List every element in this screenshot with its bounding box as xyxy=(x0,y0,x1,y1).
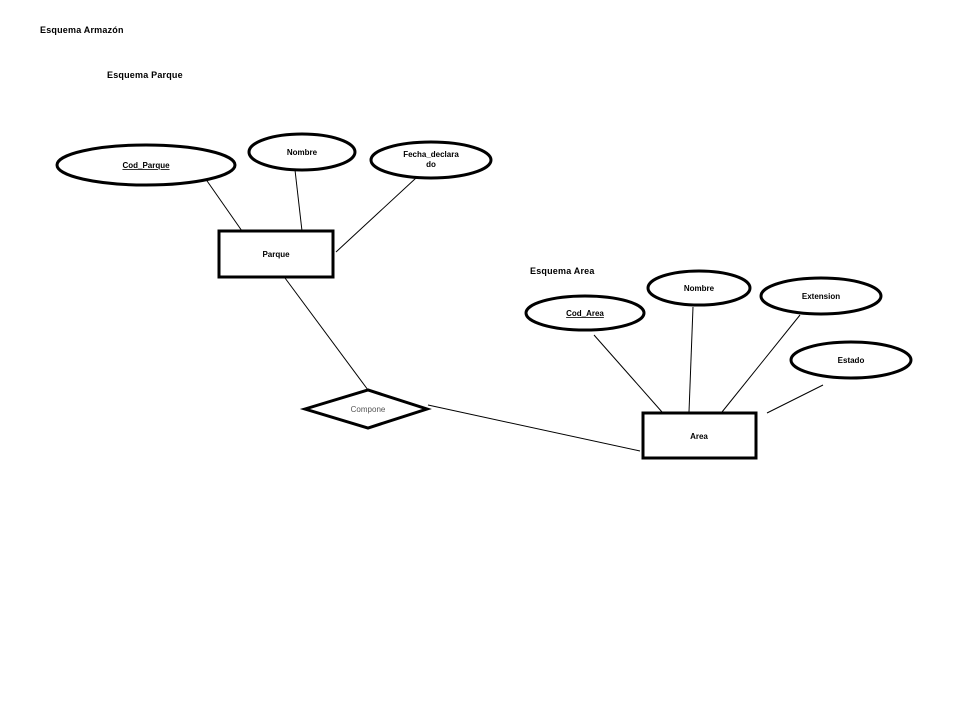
attribute-cod-area: Cod_Area xyxy=(524,294,646,332)
attribute-fecha-label-line1: Fecha_declara xyxy=(403,150,459,159)
connectors xyxy=(204,169,824,452)
attribute-cod-area-label: Cod_Area xyxy=(566,309,604,318)
attribute-nombre-area: Nombre xyxy=(646,269,752,307)
diagram-title: Esquema Armazón xyxy=(40,25,124,35)
connector-cod-parque-parque xyxy=(204,177,243,232)
schema-area-heading: Esquema Area xyxy=(530,266,595,276)
connector-parque-compone xyxy=(284,277,369,391)
schema-parque-heading: Esquema Parque xyxy=(107,70,183,80)
relationship-compone-label: Compone xyxy=(351,405,386,414)
entity-area: Area xyxy=(641,411,758,460)
attribute-cod-parque: Cod_Parque xyxy=(55,143,237,187)
entity-parque-label: Parque xyxy=(262,250,290,259)
attribute-extension: Extension xyxy=(759,276,883,316)
attribute-fecha-declarado: Fecha_declara do xyxy=(369,140,493,180)
attribute-estado: Estado xyxy=(789,340,913,380)
entity-parque: Parque xyxy=(217,229,335,279)
entity-area-label: Area xyxy=(690,432,708,441)
attribute-nombre-parque: Nombre xyxy=(247,132,357,172)
connector-estado-area xyxy=(766,384,824,414)
connector-fecha-parque xyxy=(335,177,417,253)
connector-cod-area-area xyxy=(593,334,663,413)
attribute-estado-label: Estado xyxy=(838,356,865,365)
relationship-compone: Compone xyxy=(299,388,432,430)
attribute-extension-label: Extension xyxy=(802,292,840,301)
attribute-nombre-parque-label: Nombre xyxy=(287,148,318,157)
connector-compone-area xyxy=(427,404,641,452)
attribute-cod-parque-label: Cod_Parque xyxy=(122,161,170,170)
connector-extension-area xyxy=(721,314,801,413)
attribute-fecha-label-line2: do xyxy=(426,160,436,169)
attribute-nombre-area-label: Nombre xyxy=(684,284,715,293)
connector-nombre-area-area xyxy=(688,306,694,413)
connector-nombre-parque xyxy=(294,169,303,232)
